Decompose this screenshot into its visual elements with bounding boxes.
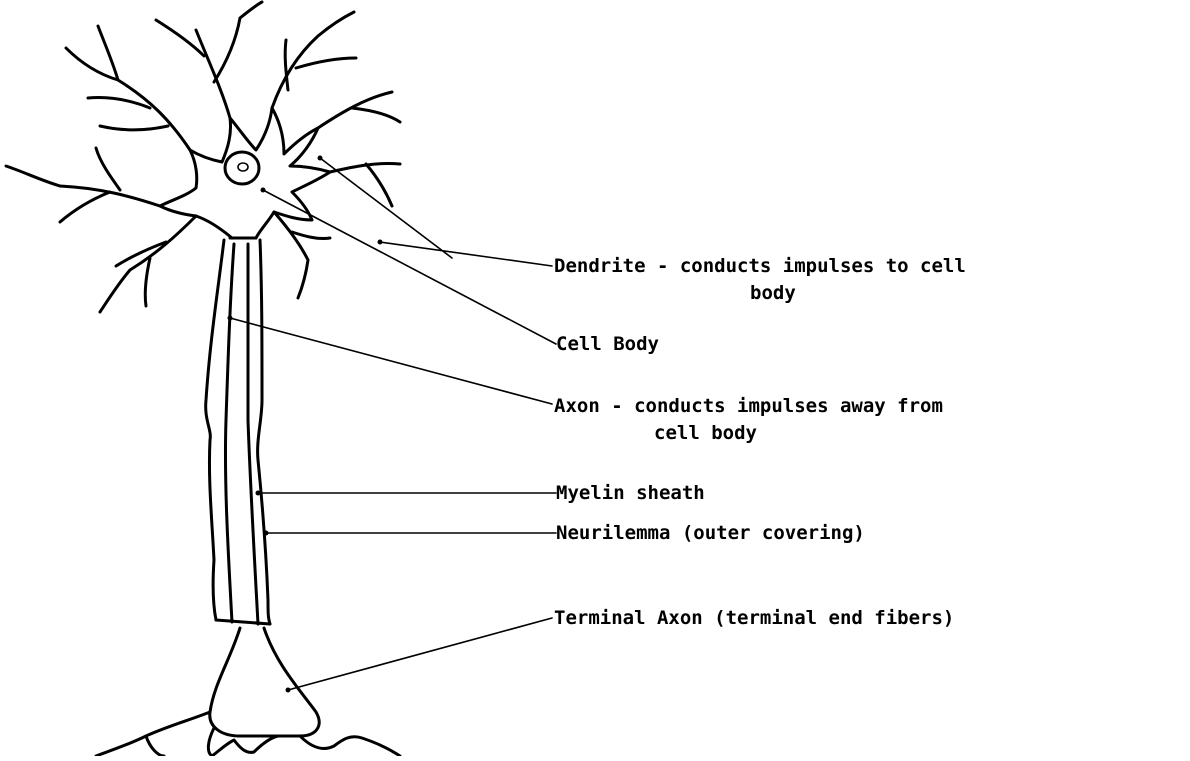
terminal-shape (96, 628, 400, 756)
cell-body-label: Cell Body (556, 333, 659, 355)
dendrite-label-continued: body (750, 282, 796, 304)
nucleus (225, 152, 259, 184)
axon-label: Axon - conducts impulses away from (554, 395, 943, 417)
neurilemma-label: Neurilemma (outer covering) (556, 522, 865, 544)
axon-shape (206, 238, 270, 624)
myelin-label: Myelin sheath (556, 482, 705, 504)
cell-body-shape (160, 108, 330, 238)
leader-lines (228, 156, 557, 693)
axon-label-continued: cell body (654, 422, 757, 444)
terminal-axon-label: Terminal Axon (terminal end fibers) (554, 607, 954, 629)
dendrite-label: Dendrite - conducts impulses to cell (554, 255, 966, 277)
